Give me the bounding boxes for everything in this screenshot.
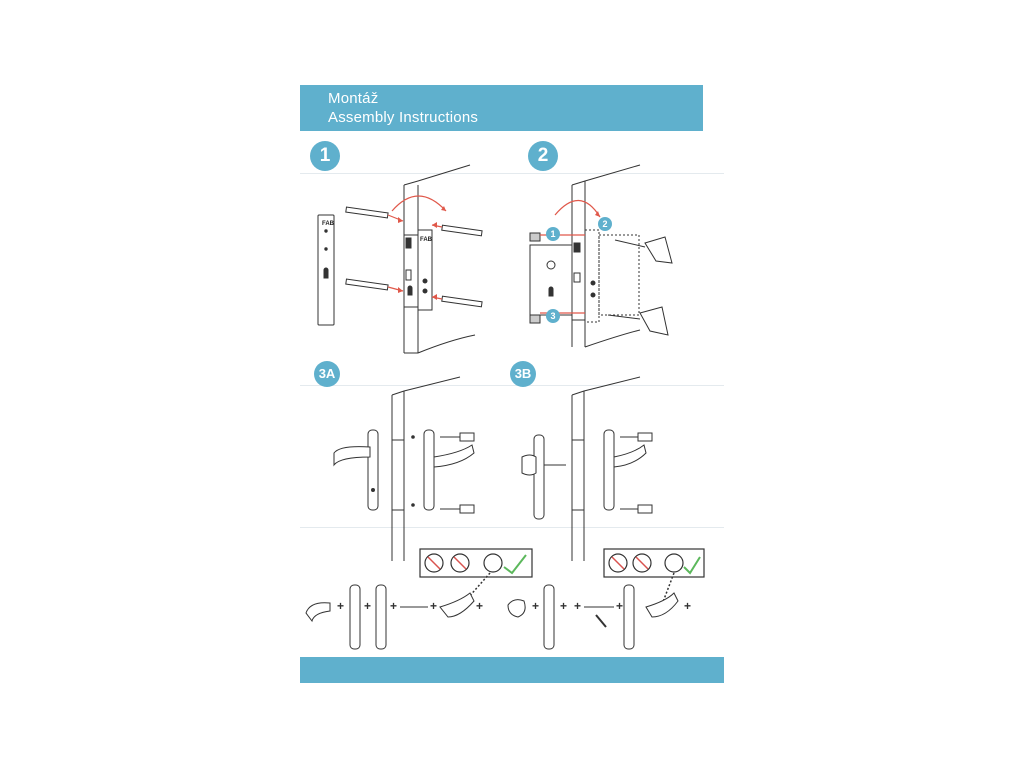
- check-icon: [503, 554, 527, 575]
- step-badge-2: 2: [528, 141, 558, 171]
- title-czech: Montáž: [328, 90, 379, 107]
- forbidden-icon: [427, 556, 467, 570]
- step-2-illustration: [529, 164, 673, 348]
- plus-sign: +: [574, 599, 582, 613]
- brand-label: FAB: [420, 237, 432, 243]
- brand-label: FAB: [322, 221, 334, 227]
- title-english: Assembly Instructions: [328, 109, 479, 126]
- instruction-sheet: Montáž Assembly Instructions 1: [300, 85, 724, 683]
- lock-body: [391, 435, 415, 511]
- step-3a-illustration: [305, 376, 533, 650]
- faceplate: [317, 214, 335, 326]
- plus-sign: +: [476, 599, 484, 613]
- callout-3: 3: [546, 309, 560, 323]
- callout-2: 2: [598, 217, 612, 231]
- drill-icon: [607, 236, 673, 336]
- fold-line: [300, 385, 724, 386]
- callout-1: 1: [546, 227, 560, 241]
- plus-sign: +: [430, 599, 438, 613]
- screw-icon: [345, 206, 483, 308]
- step-badge-1: 1: [310, 141, 340, 171]
- plus-sign: +: [532, 599, 540, 613]
- mortise-lock: [529, 229, 640, 324]
- exploded-assembly-3b: [507, 584, 679, 650]
- screw-icon: [620, 432, 653, 514]
- plus-sign: +: [390, 599, 398, 613]
- plus-sign: +: [560, 599, 568, 613]
- plus-sign: +: [616, 599, 624, 613]
- fold-line: [300, 527, 724, 528]
- check-icon: [683, 556, 701, 575]
- plus-sign: +: [364, 599, 372, 613]
- fold-line: [300, 173, 724, 174]
- lock-body: [403, 229, 433, 311]
- forbidden-icon: [611, 556, 649, 570]
- screw-icon: [440, 432, 475, 514]
- footer-band: [300, 657, 724, 683]
- handle-plate-right: [423, 429, 475, 511]
- knob-plate: [521, 434, 566, 520]
- header-band: Montáž Assembly Instructions: [300, 85, 703, 131]
- exploded-assembly-3a: [305, 584, 475, 650]
- handle-plate-left: [333, 429, 379, 511]
- plus-sign: +: [337, 599, 345, 613]
- step-badge-3b: 3B: [510, 361, 536, 387]
- step-badge-3a: 3A: [314, 361, 340, 387]
- step-1-illustration: [317, 164, 483, 354]
- plus-sign: +: [684, 599, 692, 613]
- arrow-heads: [398, 206, 446, 300]
- handle-plate-right: [603, 429, 647, 511]
- lock-body: [571, 439, 585, 511]
- step-3b-illustration: [507, 376, 705, 650]
